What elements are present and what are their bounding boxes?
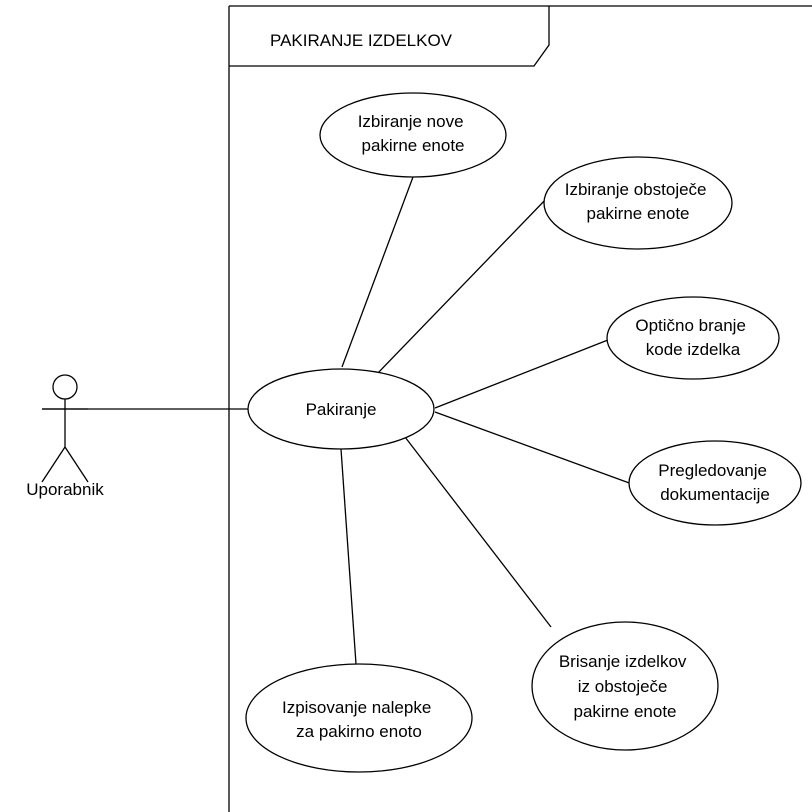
- use-case-opticno-branje: Optično branje kode izdelka: [606, 296, 780, 380]
- use-case-label-line: Izpisovanje nalepke: [282, 698, 431, 717]
- system-boundary: PAKIRANJE IZDELKOV: [228, 5, 812, 812]
- association-label: [340, 448, 357, 665]
- use-case-label-line: Izbiranje nove: [358, 112, 464, 131]
- use-case-ellipse: [247, 368, 435, 450]
- actor-left-leg: [41, 446, 66, 483]
- svg-text:Izbiranje nove pakirne e: Izbiranje nove pakirne enote: [358, 112, 469, 155]
- use-case-ellipse: [628, 440, 802, 526]
- association-new-unit: [341, 176, 414, 368]
- svg-text:Izbiranje obstoječe paki: Izbiranje obstoječe pakirne enote: [565, 180, 712, 223]
- frame-title: PAKIRANJE IZDELKOV: [270, 31, 453, 50]
- use-case-label: Pakiranje: [306, 400, 377, 419]
- association-scan: [434, 337, 614, 409]
- use-case-izbiranje-obstojece: Izbiranje obstoječe pakirne enote: [543, 156, 733, 250]
- use-case-label-line: za pakirno enoto: [296, 722, 422, 741]
- use-case-label-line: Optično branje: [635, 316, 746, 335]
- use-case-label-line: iz obstoječe: [578, 677, 668, 696]
- use-case-ellipse: [543, 156, 733, 250]
- association-existing-unit: [376, 196, 549, 375]
- use-case-ellipse: [245, 663, 473, 773]
- svg-text:Pregledovanje dokumentac: Pregledovanje dokumentacije: [658, 461, 771, 504]
- use-case-label-line: dokumentacije: [660, 485, 770, 504]
- use-case-label-line: Brisanje izdelkov: [559, 652, 687, 671]
- use-case-pakiranje: Pakiranje: [247, 368, 435, 450]
- use-case-label-line: Pregledovanje: [658, 461, 767, 480]
- use-case-label-line: pakirne enote: [586, 204, 689, 223]
- association-delete: [404, 436, 552, 628]
- use-case-izbiranje-nove: Izbiranje nove pakirne enote: [319, 92, 507, 178]
- use-case-brisanje: Brisanje izdelkov iz obstoječe pakirne e…: [531, 621, 719, 751]
- frame-title-tab: [229, 6, 550, 67]
- association-docs: [434, 411, 633, 485]
- svg-text:Optično branje kode izde: Optično branje kode izdelka: [635, 316, 750, 359]
- use-case-label-line: Izbiranje obstoječe: [565, 180, 707, 199]
- use-case-ellipse: [319, 92, 507, 178]
- associations: [42, 176, 633, 665]
- use-case-izpisovanje: Izpisovanje nalepke za pakirno enoto: [245, 663, 473, 773]
- actor-head: [52, 374, 78, 400]
- use-case-label-line: pakirne enote: [573, 702, 676, 721]
- svg-text:Brisanje izdelkov iz obs: Brisanje izdelkov iz obstoječe pakirne e…: [559, 652, 691, 721]
- actor-uporabnik: [41, 374, 89, 483]
- use-case-pregledovanje: Pregledovanje dokumentacije: [628, 440, 802, 526]
- use-case-ellipse: [531, 621, 719, 751]
- use-case-label-line: pakirne enote: [361, 136, 464, 155]
- actor-label: Uporabnik: [26, 480, 104, 499]
- svg-text:Izpisovanje nalepke za p: Izpisovanje nalepke za pakirno enoto: [282, 698, 436, 741]
- use-case-ellipse: [606, 296, 780, 380]
- actor-right-leg: [64, 446, 89, 483]
- use-case-label-line: kode izdelka: [646, 340, 741, 359]
